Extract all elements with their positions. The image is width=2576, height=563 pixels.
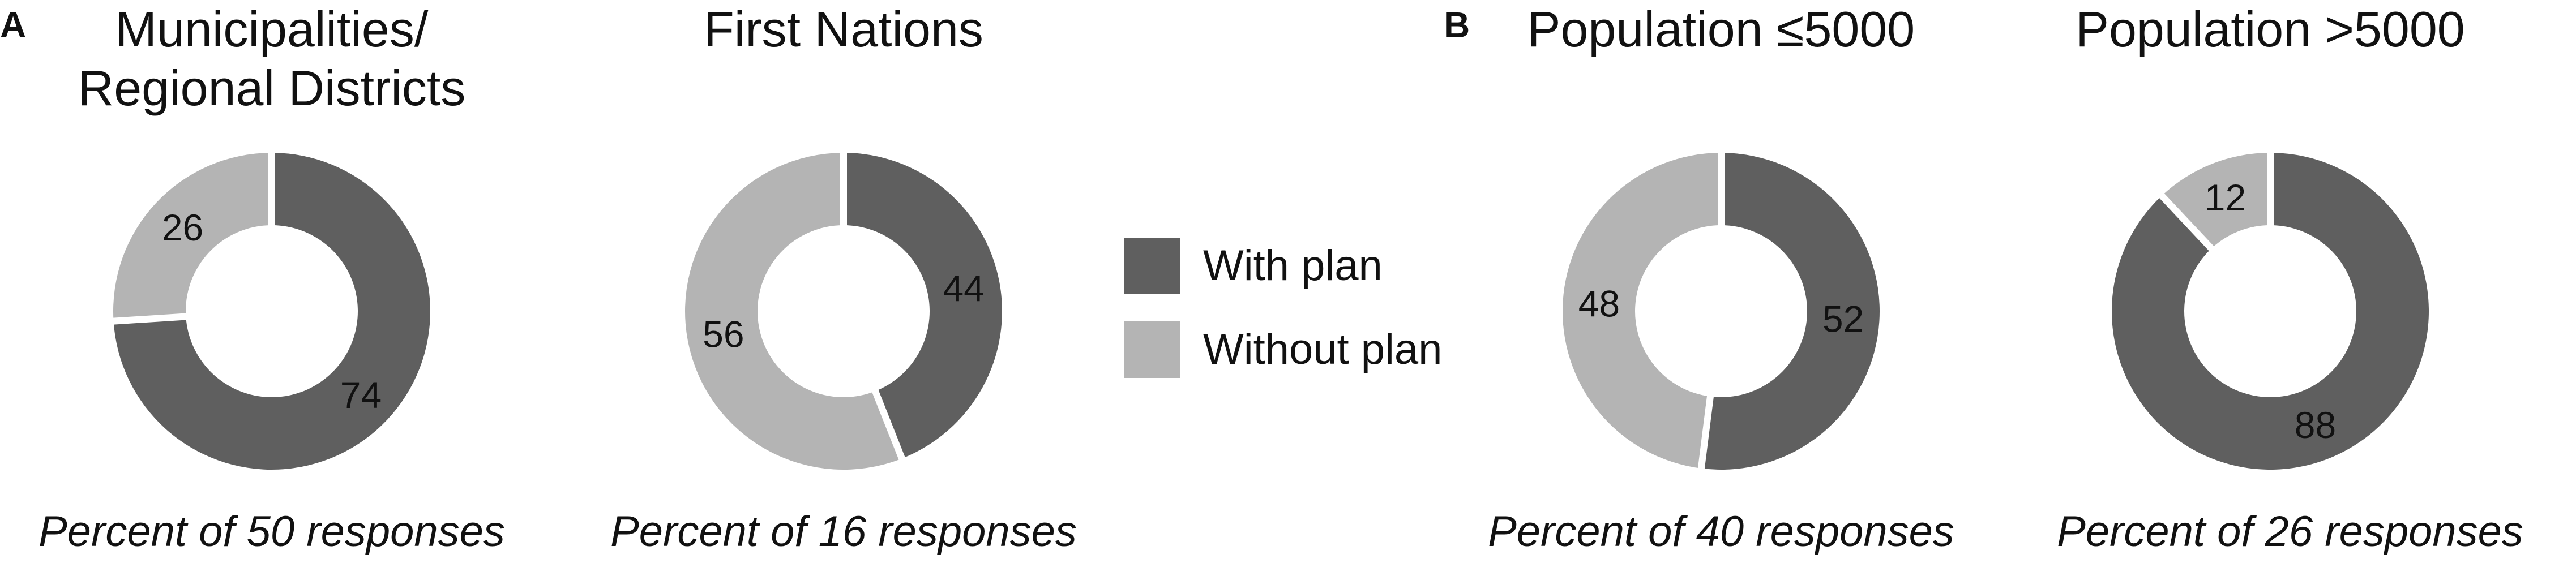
- slice-value-label-without-plan: 12: [2205, 177, 2246, 218]
- chart-caption-municipalities: Percent of 50 responses: [38, 508, 505, 556]
- donut-slice-with-plan: [113, 153, 431, 470]
- chart-title-population-large: Population >5000: [2076, 1, 2465, 57]
- donut-chart-municipalities: 74 26: [112, 152, 431, 470]
- slice-value-label-without-plan: 56: [703, 313, 744, 355]
- legend-swatch-without-plan: [1124, 321, 1180, 378]
- chart-title-population-small: Population ≤5000: [1527, 1, 1915, 57]
- chart-caption-first-nations: Percent of 16 responses: [610, 508, 1077, 556]
- slice-separator: [2158, 192, 2215, 252]
- slice-value-label-without-plan: 26: [162, 207, 203, 248]
- donut-slice-without-plan: [1563, 153, 1721, 469]
- donut-chart-population-large: 88 12: [2112, 152, 2429, 470]
- slice-separator: [1697, 395, 1714, 470]
- legend-swatch-with-plan: [1124, 238, 1180, 294]
- slice-value-label-with-plan: 88: [2295, 404, 2336, 446]
- slice-value-label-with-plan: 44: [943, 268, 984, 310]
- slice-value-label-with-plan: 52: [1822, 298, 1864, 340]
- slice-separator: [871, 389, 906, 461]
- panel-letter-b: B: [1444, 5, 1470, 45]
- legend-label-with-plan: With plan: [1203, 242, 1383, 290]
- chart-caption-population-small: Percent of 40 responses: [1488, 508, 1954, 556]
- donut-slice-without-plan: [685, 153, 902, 470]
- donut-slice-with-plan: [1701, 153, 1880, 470]
- legend-label-without-plan: Without plan: [1203, 325, 1443, 373]
- chart-title-first-nations: First Nations: [704, 1, 983, 57]
- panel-letter-a: A: [0, 5, 27, 45]
- slice-separator: [112, 313, 187, 325]
- slice-value-label-without-plan: 48: [1578, 282, 1620, 324]
- slice-value-label-with-plan: 74: [340, 374, 382, 416]
- chart-caption-population-large: Percent of 26 responses: [2057, 508, 2523, 556]
- donut-slice-with-plan: [844, 153, 1002, 459]
- donut-slice-without-plan: [113, 153, 272, 321]
- donut-chart-first-nations: 44 56: [685, 152, 1002, 470]
- chart-title-municipalities: Municipalities/ Regional Districts: [78, 1, 466, 116]
- donut-slice-with-plan: [2112, 153, 2429, 470]
- donut-chart-population-small: 52 48: [1563, 152, 1880, 470]
